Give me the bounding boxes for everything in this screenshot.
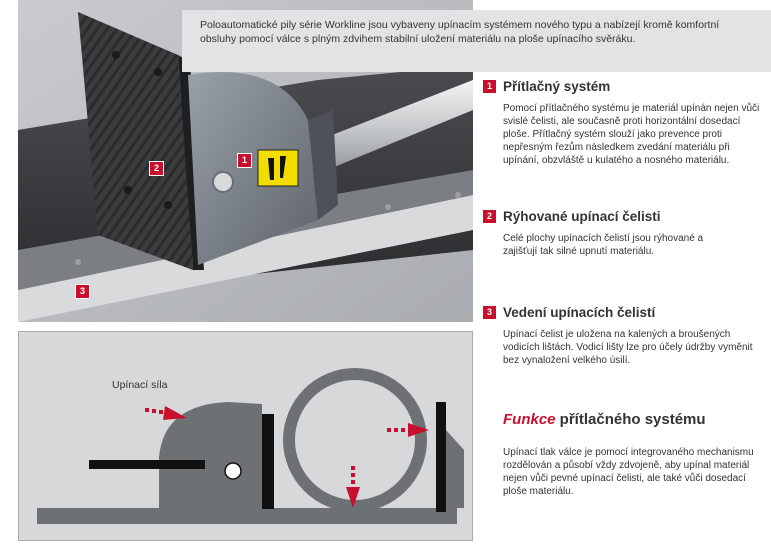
section-2-title: Rýhované upínací čelisti <box>503 209 661 224</box>
section-1-body: Pomocí přítlačného systému je materiál u… <box>503 103 760 166</box>
section-1: 1 Přítlačný systém Pomocí přítlačného sy… <box>482 79 767 167</box>
section-2-badge: 2 <box>482 209 497 224</box>
function-diagram: Upínací síla <box>18 331 473 541</box>
function-body: Upínací tlak válce je pomocí integrované… <box>503 447 754 497</box>
photo-badge-3: 3 <box>75 284 90 299</box>
intro-box <box>182 10 771 72</box>
function-title-rest: přítlačného systému <box>555 411 706 428</box>
intro-text: Poloautomatické pily série Workline jsou… <box>200 19 720 45</box>
section-2: 2 Rýhované upínací čelisti Celé plochy u… <box>482 209 767 258</box>
section-3-title: Vedení upínacích čelistí <box>503 305 656 320</box>
function-title-accent: Funkce <box>503 411 556 428</box>
function-section: Funkce přítlačného systému Upínací tlak … <box>503 411 765 498</box>
clamping-force-label: Upínací síla <box>112 379 168 391</box>
section-1-title: Přítlačný systém <box>503 79 611 94</box>
section-3-body: Upínací čelist je uložena na kalených a … <box>503 329 753 366</box>
photo-badge-1: 1 <box>237 153 252 168</box>
diagram-drawing <box>37 368 464 524</box>
section-2-body: Celé plochy upínacích čelistí jsou rýhov… <box>503 233 704 257</box>
section-3-badge: 3 <box>482 305 497 320</box>
section-3: 3 Vedení upínacích čelistí Upínací čelis… <box>482 305 767 367</box>
section-1-badge: 1 <box>482 79 497 94</box>
function-title: Funkce přítlačného systému <box>503 411 765 428</box>
photo-badge-2: 2 <box>149 161 164 176</box>
